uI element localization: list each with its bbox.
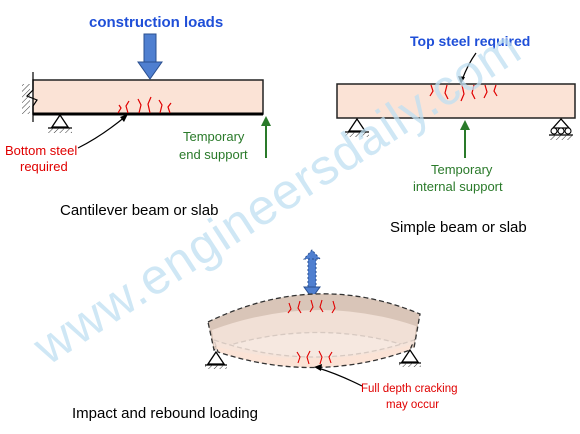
temporary-internal-support-line2: internal support [413,179,503,194]
bottom-steel-leader-arrowhead [120,114,128,122]
cantilever-caption: Cantilever beam or slab [60,202,218,219]
cantilever-pin-support [48,113,72,133]
simple-beam-pin-support [345,117,369,137]
cantilever-break-line [25,72,38,122]
construction-load-arrow [137,33,163,80]
full-depth-label-line2: may occur [386,399,439,411]
top-steel-leader-arrowhead [458,76,465,84]
temporary-internal-support-arrow [460,120,470,158]
simple-beam-caption: Simple beam or slab [390,219,527,236]
bottom-steel-label-line1: Bottom steel [5,143,77,158]
cantilever-diagram: construction loads Bottom steel required… [5,14,271,219]
impact-caption: Impact and rebound loading [72,405,258,422]
impact-beam-body [212,309,416,359]
cantilever-beam [32,79,264,115]
cantilever-cracks [117,96,172,114]
full-depth-leader-arrowhead [314,364,322,371]
simple-beam [336,83,576,119]
impact-top-cracks [287,299,336,314]
impact-double-arrow [302,249,322,299]
bottom-steel-leader [77,115,127,149]
impact-right-support [399,348,421,367]
cantilever-fixed-support [22,84,30,114]
temporary-end-support-arrow [261,116,271,158]
impact-left-support [205,350,227,369]
impact-bottom-cracks [296,350,333,365]
simple-beam-diagram: Top steel required Temporary internal su… [336,33,576,236]
construction-loads-label: construction loads [89,14,223,31]
temporary-end-support-line1: Temporary [183,129,245,144]
full-depth-leader [317,367,363,387]
bottom-steel-label-line2: required [20,159,68,174]
top-steel-label: Top steel required [410,33,530,49]
simple-beam-roller-support [549,118,573,140]
impact-diagram: Full depth cracking may occur Impact and… [72,249,458,422]
temporary-internal-support-line1: Temporary [431,162,493,177]
temporary-end-support-line2: end support [179,147,248,162]
full-depth-label-line1: Full depth cracking [361,383,458,395]
simple-beam-cracks [429,84,498,102]
